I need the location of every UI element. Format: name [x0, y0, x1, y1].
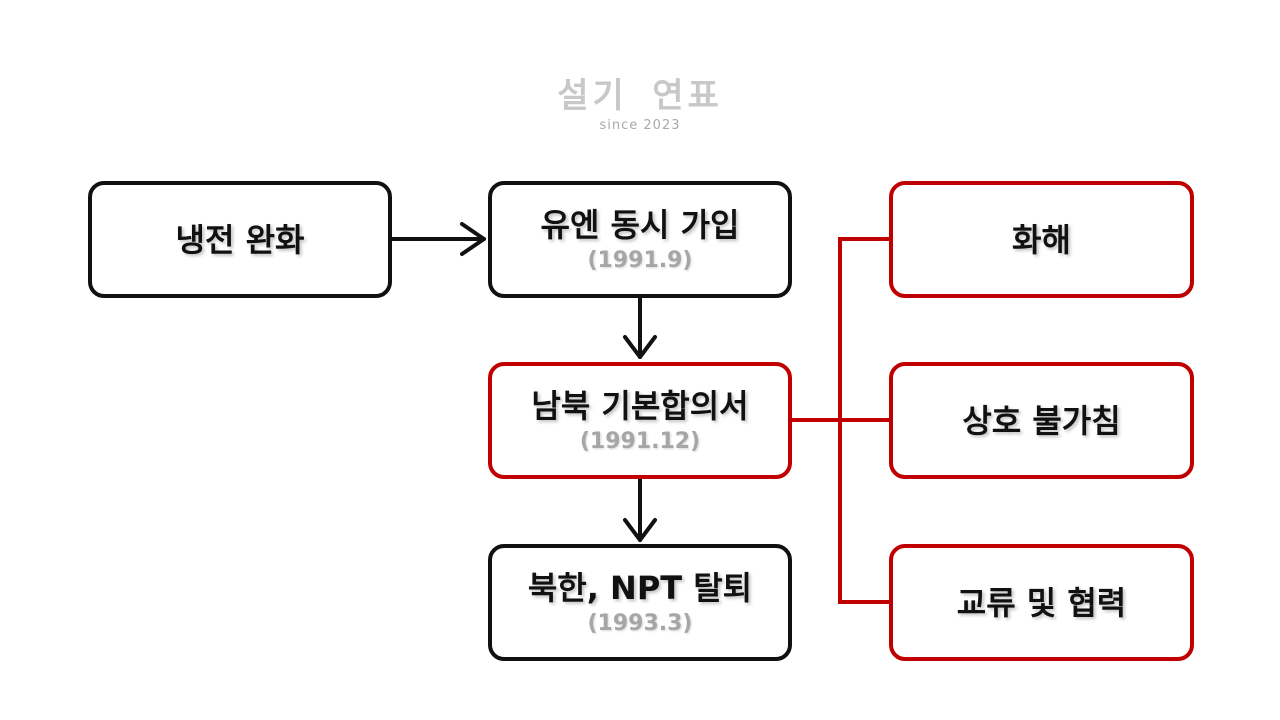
node-npt-withdrawal: 북한, NPT 탈퇴 (1993.3): [488, 544, 792, 661]
node-date: (1991.12): [579, 428, 701, 454]
watermark-logo: 설기 연표 since 2023: [540, 76, 740, 134]
arrow-basic-agreement-to-npt: [623, 477, 657, 542]
node-label: 상호 불가침: [962, 401, 1121, 440]
node-label: 남북 기본합의서: [531, 386, 749, 425]
node-label: 유엔 동시 가입: [540, 205, 740, 244]
node-exchange-cooperation: 교류 및 협력: [889, 544, 1194, 661]
node-label: 화해: [1012, 220, 1071, 259]
node-label: 북한, NPT 탈퇴: [527, 568, 753, 607]
node-reconciliation: 화해: [889, 181, 1194, 298]
node-un-joint-entry: 유엔 동시 가입 (1991.9): [488, 181, 792, 298]
node-date: (1991.9): [587, 247, 693, 273]
node-date: (1993.3): [587, 610, 693, 636]
arrow-cold-war-to-un: [390, 222, 486, 256]
node-cold-war-easing: 냉전 완화: [88, 181, 392, 298]
watermark-title: 설기 연표: [557, 76, 723, 116]
node-basic-agreement: 남북 기본합의서 (1991.12): [488, 362, 792, 479]
node-label: 냉전 완화: [175, 220, 305, 259]
bracket-basic-agreement-contents: [792, 237, 890, 604]
node-non-aggression: 상호 불가침: [889, 362, 1194, 479]
arrow-un-to-basic-agreement: [623, 295, 657, 359]
watermark-subtitle: since 2023: [599, 118, 681, 133]
node-label: 교류 및 협력: [956, 583, 1127, 622]
